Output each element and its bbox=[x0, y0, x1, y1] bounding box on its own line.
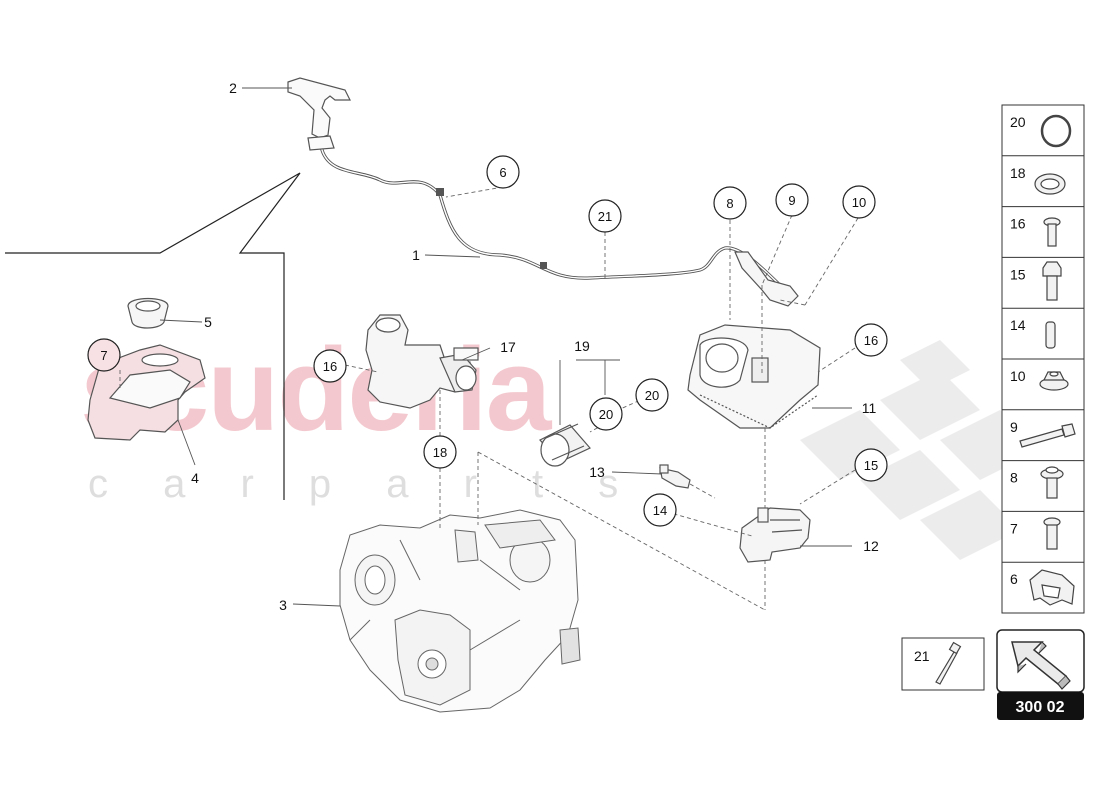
hex-bolt-icon bbox=[1042, 261, 1062, 301]
watermark-sub: c a r p a r t s bbox=[88, 462, 640, 506]
callout-15: 15 bbox=[864, 458, 878, 473]
legend-item-number: 10 bbox=[1010, 368, 1026, 384]
legend-item-number: 8 bbox=[1010, 470, 1018, 486]
part-2-bracket bbox=[287, 77, 351, 151]
legend-item-number: 20 bbox=[1010, 114, 1026, 130]
seal-ring-icon bbox=[1034, 173, 1066, 195]
callout-1: 1 bbox=[412, 247, 420, 263]
legend-item-number: 18 bbox=[1010, 165, 1026, 181]
part-11-control-unit bbox=[687, 324, 821, 429]
part-19-hose bbox=[539, 423, 591, 467]
callout-19: 19 bbox=[574, 338, 590, 354]
o-ring-thin-icon bbox=[1040, 114, 1072, 148]
legend-21-box: 21 bbox=[901, 637, 985, 691]
callout-16a: 16 bbox=[323, 359, 337, 374]
next-page-arrow[interactable] bbox=[996, 629, 1085, 693]
callout-8: 8 bbox=[726, 196, 733, 211]
callout-20a: 20 bbox=[599, 407, 613, 422]
legend-item-number: 9 bbox=[1010, 419, 1018, 435]
legend-icons bbox=[1019, 114, 1076, 606]
callout-6: 6 bbox=[499, 165, 506, 180]
part-5-clip bbox=[127, 297, 169, 329]
legend-21-number: 21 bbox=[914, 648, 930, 664]
callout-circle-numbers: 6 21 8 9 10 16 15 14 20 20 18 16 7 bbox=[100, 165, 878, 518]
callout-12: 12 bbox=[863, 538, 879, 554]
dashed-leaders bbox=[119, 186, 859, 611]
cable-clip bbox=[436, 188, 444, 196]
callout-10: 10 bbox=[852, 195, 866, 210]
callout-20b: 20 bbox=[645, 388, 659, 403]
callout-labels: 2 1 3 4 5 11 12 13 17 19 bbox=[191, 80, 879, 613]
diagram-code-badge: 300 02 bbox=[997, 692, 1084, 720]
callout-21: 21 bbox=[598, 209, 612, 224]
callout-11: 11 bbox=[862, 400, 877, 416]
callout-2: 2 bbox=[229, 80, 237, 96]
callout-4: 4 bbox=[191, 470, 199, 486]
callout-18: 18 bbox=[433, 445, 447, 460]
diagram-code: 300 02 bbox=[1016, 699, 1065, 716]
callout-13: 13 bbox=[589, 464, 605, 480]
long-bolt-icon bbox=[1019, 423, 1076, 448]
legend-item-number: 15 bbox=[1010, 266, 1026, 282]
callout-7: 7 bbox=[100, 348, 107, 363]
legend-item-number: 6 bbox=[1010, 571, 1018, 587]
part-12-mount bbox=[739, 507, 811, 563]
legend-item-number: 14 bbox=[1010, 317, 1026, 333]
pin-icon bbox=[1045, 321, 1056, 349]
leader-lines bbox=[159, 87, 852, 607]
part-13-sensor bbox=[659, 464, 691, 489]
clip-icon bbox=[1029, 569, 1075, 606]
callout-17: 17 bbox=[500, 339, 516, 355]
cable-end-bracket bbox=[734, 251, 799, 307]
part-4-cover bbox=[87, 344, 206, 441]
part-17-valve-body bbox=[365, 314, 479, 409]
callout-16b: 16 bbox=[864, 333, 878, 348]
legend-item-number: 16 bbox=[1010, 216, 1026, 232]
watermark-checker bbox=[800, 340, 1040, 560]
callout-circles bbox=[87, 155, 888, 527]
part-3-transmission bbox=[339, 509, 581, 713]
callout-5: 5 bbox=[204, 314, 212, 330]
flange-bolt-icon bbox=[1043, 217, 1061, 247]
callout-14: 14 bbox=[653, 503, 667, 518]
washer-bolt-icon bbox=[1040, 466, 1064, 499]
callout-9: 9 bbox=[788, 193, 795, 208]
torx-bolt-icon bbox=[1043, 517, 1061, 550]
detail-frame bbox=[5, 172, 301, 500]
cable-tie-icon bbox=[935, 641, 962, 685]
flange-nut-icon bbox=[1039, 371, 1069, 391]
callout-3: 3 bbox=[279, 597, 287, 613]
legend-item-number: 7 bbox=[1010, 520, 1018, 536]
